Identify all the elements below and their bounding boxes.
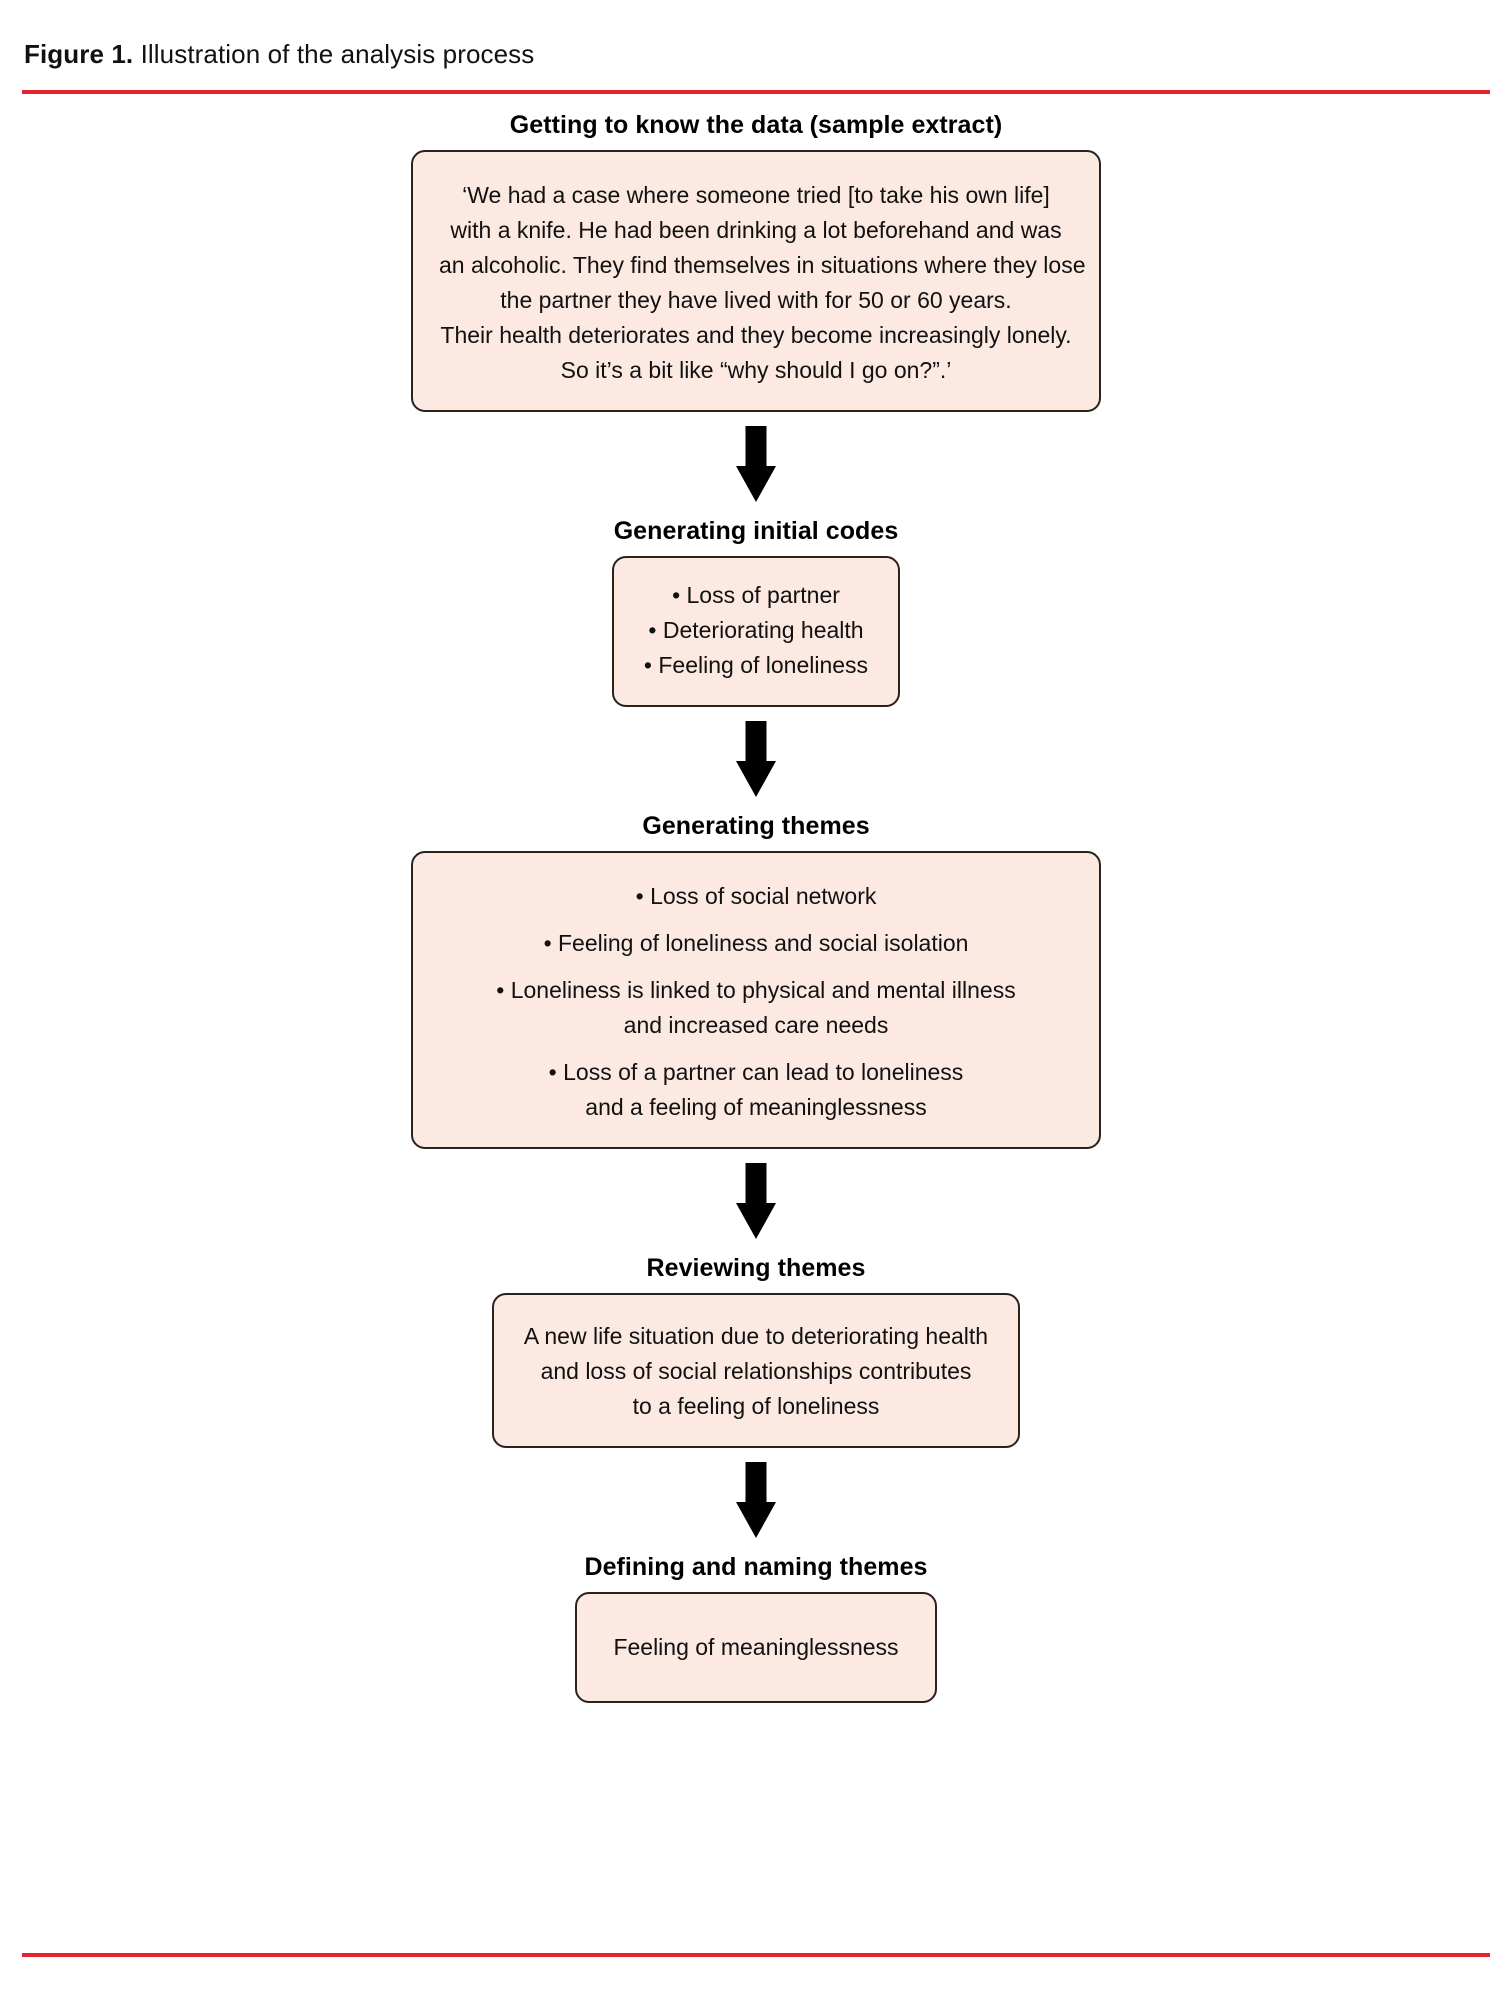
stage-generating-themes: Generating themes • Loss of social netwo… [0, 809, 1512, 1149]
arrow-head [736, 761, 776, 797]
figure-caption: Figure 1. Illustration of the analysis p… [24, 38, 534, 70]
arrow-shaft [745, 1462, 767, 1504]
arrow-shaft [745, 426, 767, 468]
down-arrow-icon [736, 721, 776, 797]
figure-label: Figure 1. [24, 39, 134, 69]
extract-line: So it’s a bit like “why should I go on?”… [560, 357, 952, 383]
stage-reviewing-themes: Reviewing themes A new life situation du… [0, 1251, 1512, 1448]
box-reviewed-theme: A new life situation due to deterioratin… [492, 1293, 1020, 1448]
down-arrow-icon [736, 1462, 776, 1538]
box-sample-extract: ‘We had a case where someone tried [to t… [411, 150, 1101, 412]
stage-title-getting-to-know-the-data: Getting to know the data (sample extract… [509, 111, 1003, 139]
review-line: and loss of social relationships contrib… [540, 1358, 972, 1384]
theme-bullet: • Loss of social network [439, 879, 1073, 914]
stage-title-reviewing-themes: Reviewing themes [646, 1254, 866, 1282]
final-theme-line: Feeling of meaninglessness [613, 1634, 899, 1660]
arrow-shaft [745, 1163, 767, 1205]
figure-title: Illustration of the analysis process [133, 39, 535, 69]
top-red-rule [22, 90, 1490, 94]
theme-bullet-line: • Loss of a partner can lead to loneline… [548, 1059, 964, 1085]
box-initial-codes: • Loss of partner • Deteriorating health… [612, 556, 900, 707]
stage-defining-and-naming-themes: Defining and naming themes Feeling of me… [0, 1550, 1512, 1703]
code-bullet: • Feeling of loneliness [640, 648, 872, 683]
stage-title-generating-themes: Generating themes [642, 812, 870, 840]
arrow-head [736, 466, 776, 502]
review-line: to a feeling of loneliness [632, 1393, 880, 1419]
stage-getting-to-know-the-data: Getting to know the data (sample extract… [0, 108, 1512, 412]
theme-bullet: • Loneliness is linked to physical and m… [439, 973, 1073, 1043]
theme-bullet-line: and a feeling of meaninglessness [585, 1094, 927, 1120]
arrow-head [736, 1203, 776, 1239]
extract-line: the partner they have lived with for 50 … [500, 287, 1012, 313]
stage-title-generating-initial-codes: Generating initial codes [613, 517, 899, 545]
extract-line: Their health deteriorates and they becom… [440, 322, 1072, 348]
arrow-shaft [745, 721, 767, 763]
analysis-process-flowchart: Getting to know the data (sample extract… [0, 108, 1512, 1703]
review-line: A new life situation due to deterioratin… [523, 1323, 989, 1349]
code-bullet: • Loss of partner [640, 578, 872, 613]
stage-generating-initial-codes: Generating initial codes • Loss of partn… [0, 514, 1512, 707]
stage-title-defining-and-naming-themes: Defining and naming themes [584, 1553, 928, 1581]
bottom-red-rule [22, 1953, 1490, 1957]
theme-bullet-line: • Loneliness is linked to physical and m… [496, 977, 1016, 1003]
extract-line: with a knife. He had been drinking a lot… [450, 217, 1062, 243]
theme-bullet-line: • Loss of social network [635, 883, 877, 909]
theme-bullet: • Feeling of loneliness and social isola… [439, 926, 1073, 961]
theme-bullet-line: and increased care needs [623, 1012, 889, 1038]
code-bullet-line: • Deteriorating health [648, 617, 864, 643]
extract-line: ‘We had a case where someone tried [to t… [462, 182, 1050, 208]
code-bullet-line: • Loss of partner [672, 582, 840, 608]
theme-bullet-line: • Feeling of loneliness and social isola… [543, 930, 969, 956]
arrow-head [736, 1502, 776, 1538]
code-bullet-line: • Feeling of loneliness [643, 652, 869, 678]
box-final-theme: Feeling of meaninglessness [575, 1592, 937, 1703]
code-bullet: • Deteriorating health [640, 613, 872, 648]
theme-bullet: • Loss of a partner can lead to loneline… [439, 1055, 1073, 1125]
box-generated-themes: • Loss of social network • Feeling of lo… [411, 851, 1101, 1149]
down-arrow-icon [736, 1163, 776, 1239]
extract-line: an alcoholic. They find themselves in si… [439, 252, 1086, 278]
down-arrow-icon [736, 426, 776, 502]
